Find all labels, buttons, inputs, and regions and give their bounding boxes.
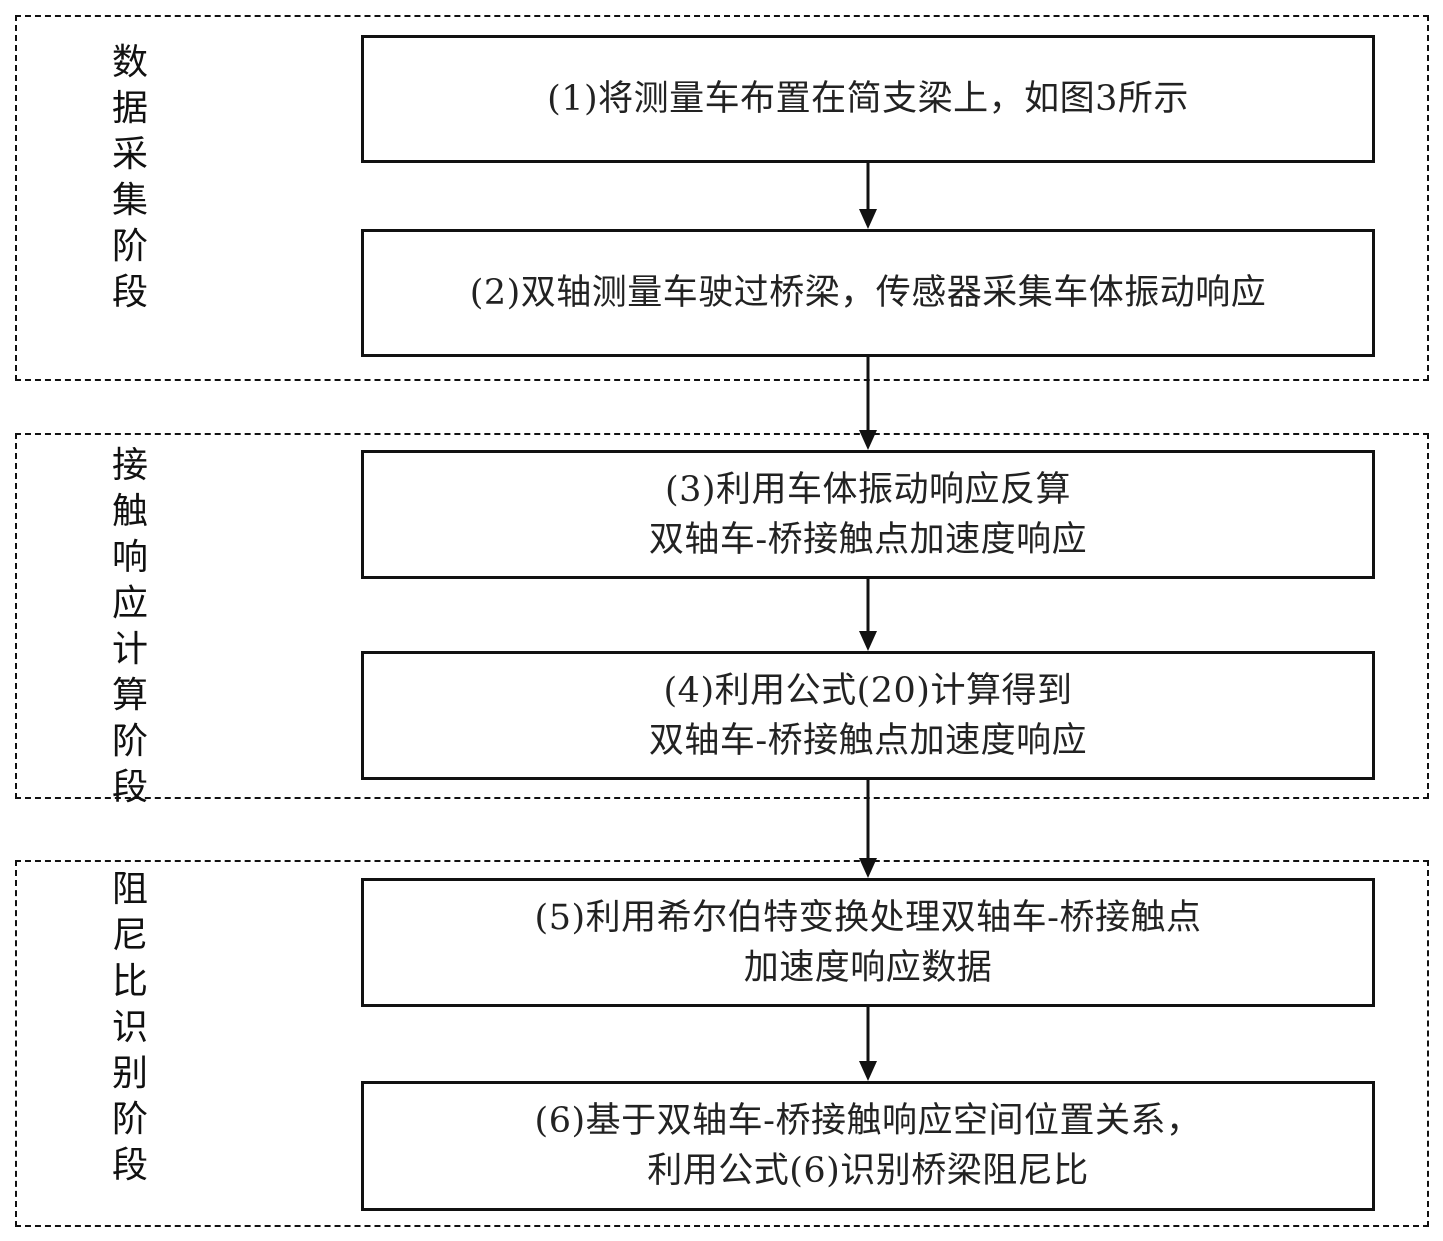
step-text-line: (5)利用希尔伯特变换处理双轴车-桥接触点 (534, 897, 1202, 938)
step-box-1: (1)将测量车布置在简支梁上，如图3所示 (361, 35, 1375, 163)
stage-group-contact-response-calculation (15, 433, 1429, 799)
step-box-3: (3)利用车体振动响应反算双轴车-桥接触点加速度响应 (361, 450, 1375, 579)
step-text-line: (6)基于双轴车-桥接触响应空间位置关系， (534, 1101, 1202, 1141)
step-text-line: 加速度响应数据 (743, 947, 993, 988)
stage-label-char: 尼 (111, 915, 148, 956)
stage-label-damping-ratio-identification: 阻尼比识别阶段 (105, 867, 155, 1189)
stage-label-char: 算 (111, 675, 148, 716)
stage-label-char: 识 (111, 1007, 148, 1048)
stage-group-data-collection (15, 15, 1429, 381)
stage-label-char: 数 (111, 42, 148, 83)
stage-label-contact-response-calculation: 接触响应计算阶段 (105, 443, 155, 811)
step-box-4: (4)利用公式(20)计算得到双轴车-桥接触点加速度响应 (361, 651, 1375, 780)
stage-label-char: 阻 (111, 869, 148, 910)
stage-label-char: 比 (111, 961, 148, 1002)
step-box-5: (5)利用希尔伯特变换处理双轴车-桥接触点加速度响应数据 (361, 878, 1375, 1007)
step-text-line: (1)将测量车布置在简支梁上，如图3所示 (547, 79, 1189, 119)
stage-label-char: 阶 (111, 226, 148, 267)
step-box-2: (2)双轴测量车驶过桥梁，传感器采集车体振动响应 (361, 229, 1375, 357)
stage-label-char: 采 (111, 134, 148, 175)
stage-label-char: 集 (111, 180, 148, 221)
stage-label-char: 接 (111, 445, 148, 486)
step-text-line: 利用公式(6)识别桥梁阻尼比 (647, 1151, 1089, 1191)
stage-label-char: 段 (111, 767, 148, 808)
stage-label-char: 别 (111, 1053, 148, 1094)
stage-label-char: 据 (111, 88, 148, 129)
stage-label-char: 计 (111, 629, 148, 670)
step-text-line: (4)利用公式(20)计算得到 (663, 670, 1073, 711)
step-text-line: (3)利用车体振动响应反算 (664, 469, 1072, 510)
stage-label-char: 段 (111, 272, 148, 313)
stage-group-damping-ratio-identification (15, 860, 1429, 1227)
stage-label-char: 响 (111, 537, 148, 578)
stage-label-char: 应 (111, 583, 148, 624)
stage-label-char: 触 (111, 491, 148, 532)
stage-label-data-collection: 数据采集阶段 (105, 40, 155, 316)
step-text-line: (2)双轴测量车驶过桥梁，传感器采集车体振动响应 (469, 273, 1267, 313)
stage-label-char: 阶 (111, 721, 148, 762)
step-text-line: 双轴车-桥接触点加速度响应 (648, 720, 1088, 761)
stage-label-char: 段 (111, 1145, 148, 1186)
stage-label-char: 阶 (111, 1099, 148, 1140)
step-box-6: (6)基于双轴车-桥接触响应空间位置关系， 利用公式(6)识别桥梁阻尼比 (361, 1081, 1375, 1211)
step-text-line: 双轴车-桥接触点加速度响应 (648, 519, 1088, 560)
